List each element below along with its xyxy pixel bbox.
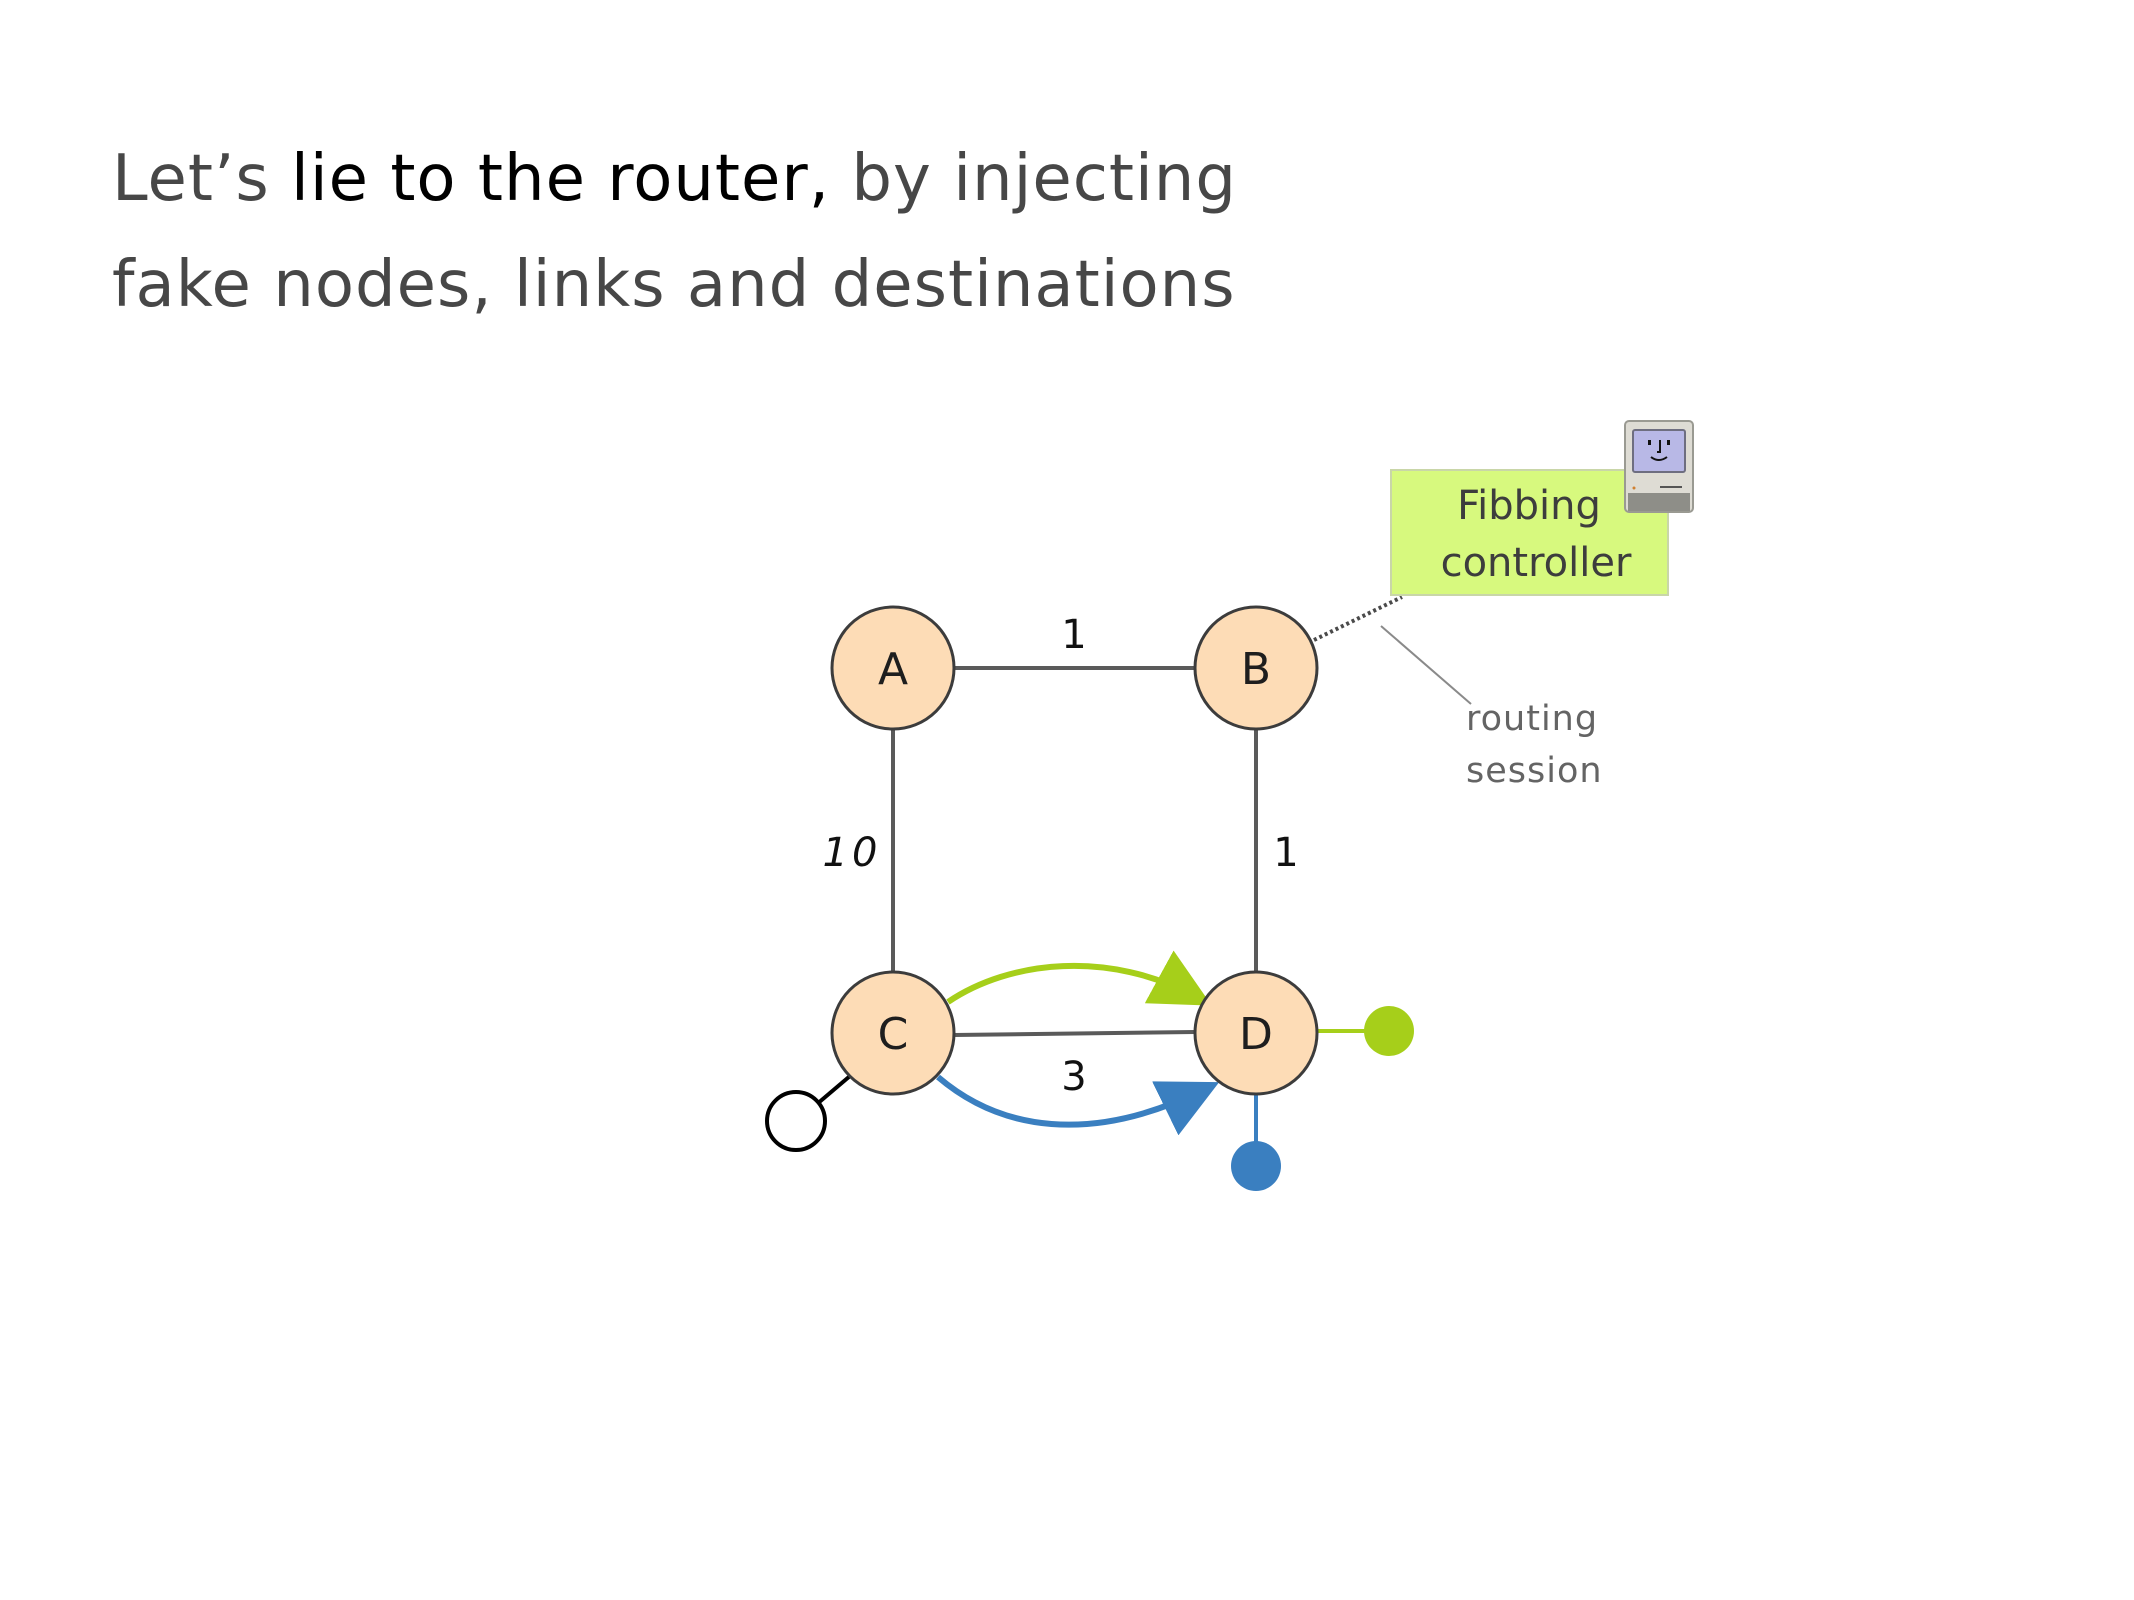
router-d-circle (1193, 970, 1319, 1096)
router-a[interactable]: A (830, 605, 956, 731)
router-b-circle (1193, 605, 1319, 731)
title-text: by injecting (830, 142, 1237, 216)
router-b-label: B (1241, 644, 1271, 695)
weight-b-d: 1 (1273, 830, 1298, 876)
slide-title: Let’s lie to the router, by injecting fa… (112, 126, 1237, 338)
router-b[interactable]: B (1193, 605, 1319, 731)
weight-a-c: 10 (823, 830, 882, 876)
routing-session-pointer (1380, 625, 1472, 705)
blue-path-arrow (936, 1074, 1220, 1136)
routing-session-label-2: session (1466, 751, 1603, 791)
blue-destination (1231, 1141, 1281, 1191)
green-path-arrow (946, 950, 1212, 1006)
router-d-label: D (1239, 1009, 1273, 1060)
router-d[interactable]: D (1193, 970, 1319, 1096)
controller-label-2: controller (1441, 540, 1632, 586)
title-text: Let’s (112, 142, 292, 216)
weight-c-d: 3 (1061, 1054, 1086, 1100)
link-c-source-host (815, 1074, 852, 1106)
router-a-label: A (878, 644, 908, 695)
router-c-label: C (878, 1009, 909, 1060)
title-highlight: lie to the router, (291, 142, 831, 216)
routing-session-link (1313, 595, 1403, 642)
routing-session-label-1: routing (1466, 699, 1598, 739)
router-c-circle (830, 970, 956, 1096)
title-line-1: Let’s lie to the router, by injecting (112, 142, 1237, 216)
weight-a-b: 1 (1061, 612, 1086, 658)
router-c[interactable]: C (830, 970, 956, 1096)
controller-box (1390, 469, 1669, 596)
source-host (765, 1090, 827, 1152)
router-a-circle (830, 605, 956, 731)
title-line-2: fake nodes, links and destinations (112, 248, 1236, 322)
green-destination (1364, 1006, 1414, 1056)
link-c-d (953, 1030, 1196, 1037)
controller-label-1: Fibbing (1457, 483, 1601, 529)
classic-mac-icon (1624, 420, 1694, 513)
fibbing-controller[interactable]: Fibbing controller (1390, 469, 1669, 596)
